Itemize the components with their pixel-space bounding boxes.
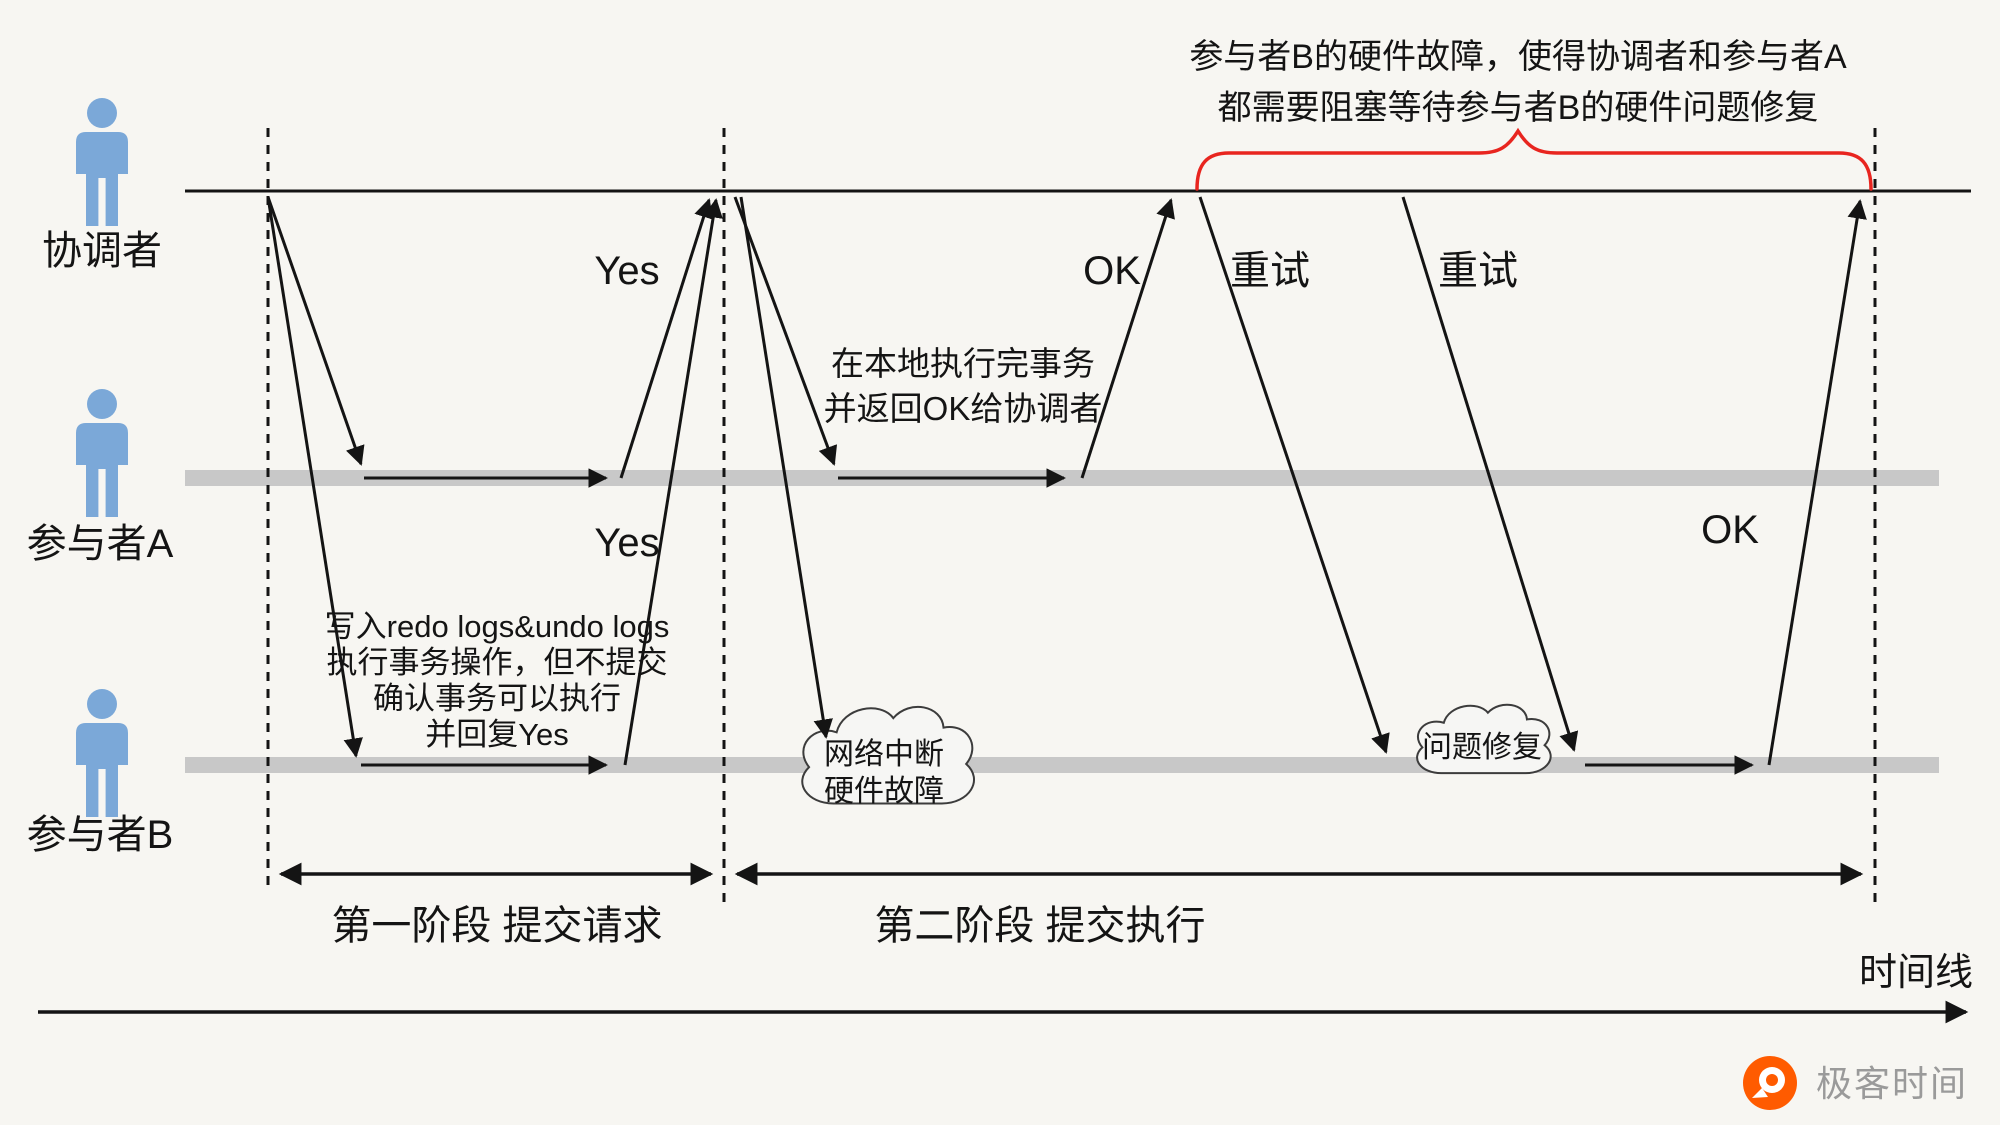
fixed-cloud: 问题修复 — [1417, 705, 1551, 773]
ok-label-b: OK — [1701, 508, 1759, 552]
prepare-request-to-a-arrow — [266, 196, 365, 466]
fixed-cloud-line1: 问题修复 — [1422, 731, 1542, 764]
local-exec-note-line1: 在本地执行完事务 — [831, 345, 1095, 382]
coordinator-label: 协调者 — [42, 229, 162, 273]
participant-a-label: 参与者A — [27, 522, 174, 566]
geek-time-logo-icon-ring-hole — [1766, 1074, 1778, 1086]
write-logs-note-line2: 执行事务操作，但不提交 — [327, 645, 668, 680]
retry-2-arrow — [1401, 196, 1579, 752]
retry-label-1: 重试 — [1230, 249, 1310, 293]
retry-1-arrow — [1198, 196, 1390, 754]
local-exec-note-line2: 并返回OK给协调者 — [824, 390, 1103, 427]
blocking-note-line2: 都需要阻塞等待参与者B的硬件问题修复 — [1218, 89, 1819, 127]
failure-cloud-line1: 网络中断 — [824, 738, 944, 771]
yes-reply-from-a-arrow — [619, 198, 713, 479]
blocking-range-brace — [1195, 127, 1873, 191]
commit-request-to-b-failed-arrow — [739, 196, 833, 739]
participant-b-person-icon — [76, 689, 128, 817]
ok-label-a: OK — [1083, 249, 1141, 293]
ok-reply-from-a-arrow — [1080, 198, 1175, 479]
ok-reply-from-b-arrow — [1767, 199, 1867, 766]
coordinator-person-icon — [76, 98, 128, 226]
phase2-label: 第二阶段 提交执行 — [874, 904, 1205, 948]
yes-label-b: Yes — [594, 521, 659, 565]
participant-b-label: 参与者B — [27, 813, 174, 857]
failure-cloud: 网络中断 硬件故障 — [802, 707, 974, 808]
geek-time-logo: 极客时间 — [1743, 1056, 1968, 1110]
retry-label-2: 重试 — [1438, 249, 1518, 293]
yes-reply-from-b-arrow — [623, 198, 723, 766]
yes-label-a: Yes — [594, 249, 659, 293]
participant-a-person-icon — [76, 389, 128, 517]
phase1-label: 第一阶段 提交请求 — [331, 904, 662, 948]
commit-request-to-a-arrow — [733, 196, 838, 466]
failure-cloud-line2: 硬件故障 — [824, 775, 944, 808]
prepare-request-to-b-arrow — [266, 196, 363, 758]
geek-time-logo-text: 极客时间 — [1816, 1063, 1968, 1104]
write-logs-note-line1: 写入redo logs&undo logs — [325, 609, 670, 644]
write-logs-note-line4: 并回复Yes — [425, 717, 569, 752]
blocking-note-line1: 参与者B的硬件故障，使得协调者和参与者A — [1189, 38, 1847, 76]
write-logs-note-line3: 确认事务可以执行 — [373, 681, 621, 716]
geek-time-logo-icon-tail — [1752, 1088, 1768, 1098]
time-axis-label: 时间线 — [1859, 952, 1973, 994]
